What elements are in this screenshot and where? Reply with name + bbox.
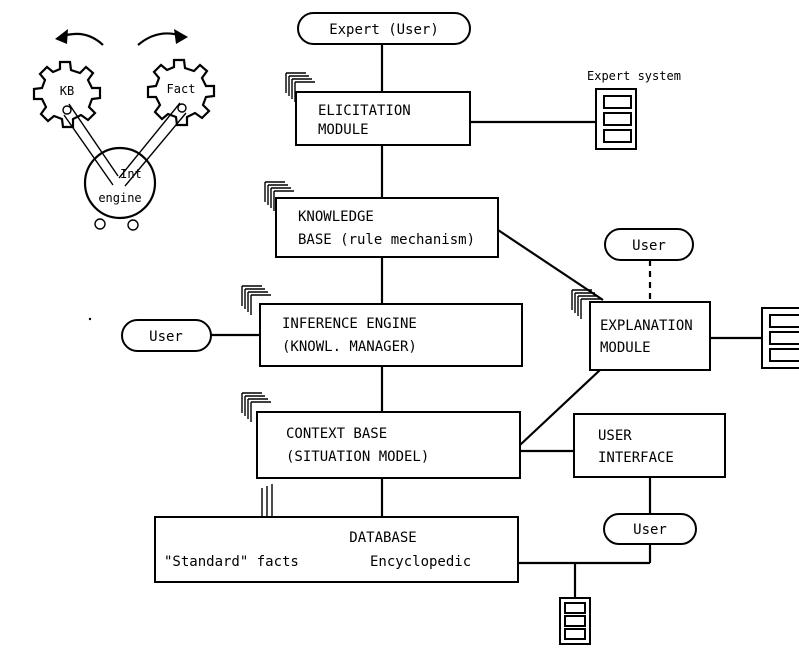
database-title: DATABASE <box>349 530 416 546</box>
elicitation-label-line2: MODULE <box>318 122 369 138</box>
inference-engine-label-line1: INFERENCE ENGINE <box>282 316 417 332</box>
elicitation-module-node: ELICITATION MODULE <box>295 91 471 146</box>
user-explanation-label: User <box>632 238 666 254</box>
inference-engine-node: INFERENCE ENGINE (KNOWL. MANAGER) <box>259 303 523 367</box>
database-standard-facts: "Standard" facts <box>164 554 299 570</box>
explanation-storage-icon <box>761 307 799 369</box>
fact-gear-icon: Fact <box>146 58 216 127</box>
engine-label-bottom: engine <box>98 191 141 205</box>
context-base-label-line2: (SITUATION MODEL) <box>286 449 429 465</box>
fact-gear-label: Fact <box>167 82 196 96</box>
database-storage-icon <box>559 597 591 645</box>
database-encyclopedic: Encyclopedic <box>370 554 471 570</box>
kb-gear-icon: KB <box>32 60 102 129</box>
user-interface-label-line1: USER <box>598 428 632 444</box>
expert-user-label: Expert (User) <box>329 22 439 38</box>
engine-label-top: Int <box>120 167 142 181</box>
user-inference-node: User <box>121 319 212 352</box>
context-base-node: CONTEXT BASE (SITUATION MODEL) <box>256 411 521 479</box>
kb-gear-label: KB <box>60 84 74 98</box>
user-explanation-node: User <box>604 228 694 261</box>
database-node: DATABASE "Standard" facts Encyclopedic <box>154 516 519 583</box>
explanation-module-node: EXPLANATION MODULE <box>589 301 711 371</box>
expert-system-label: Expert system <box>587 69 681 83</box>
knowledge-base-node: KNOWLEDGE BASE (rule mechanism) <box>275 197 499 258</box>
user-interface-user-node: User <box>603 513 697 545</box>
elicitation-label-line1: ELICITATION <box>318 103 411 119</box>
fact-pivot-icon <box>177 103 187 113</box>
context-base-label-line1: CONTEXT BASE <box>286 426 387 442</box>
knowledge-base-label-line2: BASE (rule mechanism) <box>298 232 475 248</box>
engine-icon: Int engine <box>83 146 157 231</box>
stray-dot <box>88 317 92 321</box>
explanation-label-line2: MODULE <box>600 340 651 356</box>
explanation-label-line1: EXPLANATION <box>600 318 693 334</box>
gear-illustration: KB Fact Int engine <box>32 29 216 231</box>
inference-engine-label-line2: (KNOWL. MANAGER) <box>282 339 417 355</box>
user-interface-node: USER INTERFACE <box>573 413 726 478</box>
user-interface-user-label: User <box>633 522 667 538</box>
user-inference-label: User <box>149 329 183 345</box>
expert-user-node: Expert (User) <box>297 12 471 45</box>
expert-system-storage-icon <box>595 88 637 150</box>
knowledge-base-label-line1: KNOWLEDGE <box>298 209 374 225</box>
kb-pivot-icon <box>62 105 72 115</box>
user-interface-label-line2: INTERFACE <box>598 450 674 466</box>
connectors <box>211 44 762 598</box>
